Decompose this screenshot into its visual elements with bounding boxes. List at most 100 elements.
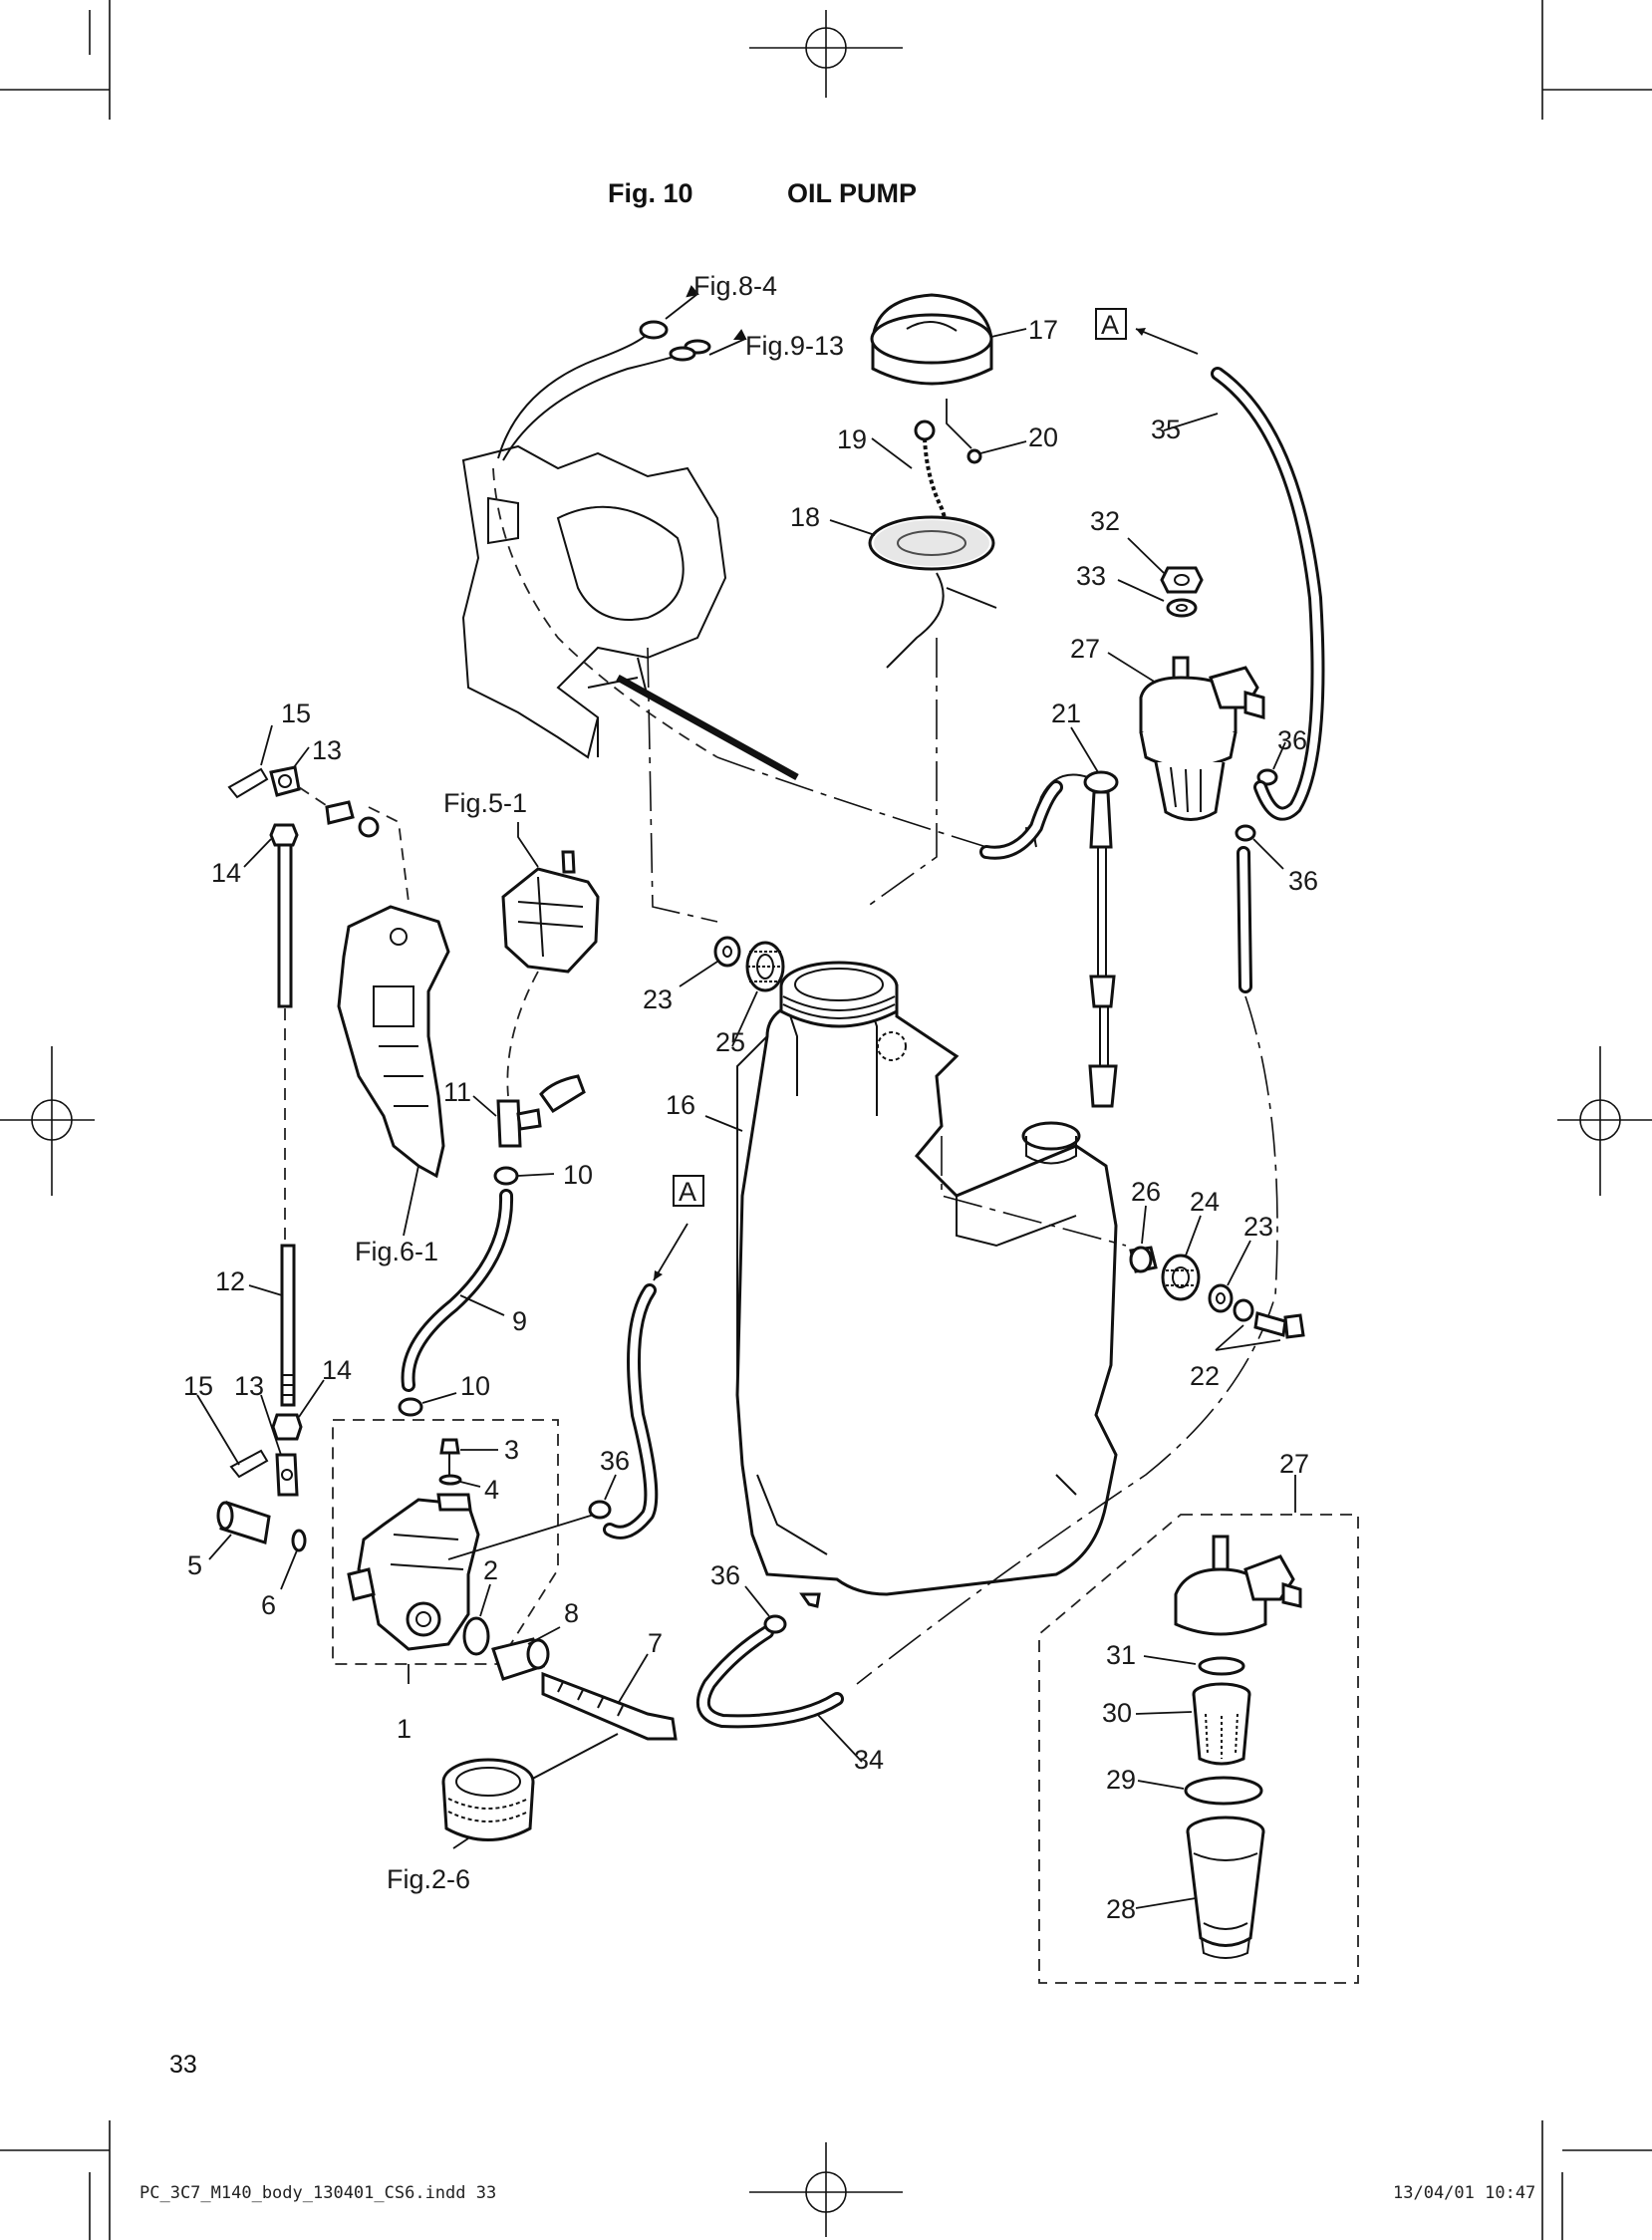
part-14-nut-upper	[269, 823, 299, 847]
leader-36-b	[1252, 838, 1284, 870]
leader-9	[459, 1294, 505, 1316]
part-11-t-joint	[496, 1074, 586, 1148]
leader-33	[1117, 579, 1165, 602]
callout-5: 5	[187, 1550, 202, 1580]
part-10-clip-upper	[493, 1166, 519, 1186]
part-35-oil-hose	[1211, 367, 1325, 821]
callout-7: 7	[648, 1628, 663, 1658]
part-27-oil-filter-group-box	[1038, 1514, 1359, 1984]
leader-8	[527, 1626, 561, 1645]
part-1-oil-pump-group-box	[332, 1419, 559, 1665]
callout-20: 20	[1028, 422, 1058, 452]
leader-13-lower	[260, 1394, 282, 1456]
callout-18: 18	[790, 502, 820, 532]
part-36-hose-clip-c	[588, 1500, 612, 1520]
leader-27-upper	[1107, 652, 1157, 684]
alignment-line-engine-washer	[647, 647, 718, 923]
part-4-washer	[438, 1474, 462, 1486]
leader-36-d	[744, 1585, 770, 1617]
callout-9: 9	[512, 1306, 527, 1336]
callout-23-right: 23	[1243, 1212, 1273, 1242]
part-22-bolt	[1233, 1298, 1305, 1339]
engine-oil-tube	[616, 674, 1063, 860]
figure-number: Fig. 10	[608, 178, 693, 208]
leader-11	[472, 1095, 497, 1117]
part-14-nut-lower	[271, 1413, 303, 1441]
callout-36-d: 36	[710, 1560, 740, 1590]
fig-5-1-component	[501, 850, 600, 1097]
leader-22	[1215, 1324, 1281, 1351]
part-9-hose	[401, 1189, 514, 1392]
callout-21: 21	[1051, 699, 1081, 728]
part-21-oil-level-gauge	[1033, 770, 1119, 1108]
leader-13-upper	[293, 746, 310, 768]
part-26-collar	[1129, 1246, 1158, 1273]
leader-31	[1143, 1655, 1197, 1665]
leader-21	[1070, 726, 1099, 773]
callout-35: 35	[1151, 415, 1181, 444]
callout-11: 11	[443, 1077, 471, 1107]
part-5-shaft-housing	[216, 1501, 271, 1544]
leader-17	[990, 328, 1027, 338]
callout-24: 24	[1190, 1187, 1220, 1217]
leader-26	[1141, 1205, 1147, 1245]
svg-text:A: A	[679, 1177, 696, 1207]
leader-6	[280, 1549, 298, 1590]
callout-19: 19	[837, 424, 867, 454]
ref-fig-2-6: Fig.2-6	[387, 1864, 470, 1894]
leader-24	[1185, 1215, 1202, 1257]
leader-19	[871, 437, 913, 469]
callout-4: 4	[484, 1475, 499, 1505]
registration-mark-bottom	[749, 2142, 903, 2237]
pump-to-clip-line	[447, 1514, 595, 1560]
leader-30	[1135, 1711, 1193, 1715]
callout-30: 30	[1102, 1698, 1132, 1728]
part-8-bushing	[491, 1637, 550, 1681]
part-17-oil-tank-cap	[870, 293, 993, 386]
fig-6-1-bracket	[337, 905, 450, 1179]
ref-fig-9-13: Fig.9-13	[745, 331, 844, 361]
leader-14-lower	[298, 1379, 325, 1418]
callout-13-upper: 13	[312, 735, 342, 765]
part-18-cap-gasket	[868, 515, 997, 669]
alignment-line-filter-hose	[856, 995, 1278, 1685]
callout-23-left: 23	[643, 984, 673, 1014]
leader-20	[946, 399, 1027, 454]
shaft-to-fig-2-6-line	[522, 1733, 619, 1785]
marker-a-top: A	[1095, 308, 1127, 340]
leader-15-upper	[260, 724, 273, 766]
leader-28	[1135, 1897, 1197, 1909]
leader-10-upper	[517, 1173, 555, 1177]
callout-36-a: 36	[1277, 725, 1307, 755]
leader-5	[208, 1534, 232, 1560]
footer-file-name: PC_3C7_M140_body_130401_CS6.indd 33	[139, 2183, 496, 2203]
callout-22: 22	[1190, 1361, 1220, 1391]
part-23-washer-left	[713, 936, 741, 968]
footer-timestamp: 13/04/01 10:47	[1393, 2183, 1535, 2203]
part-33-washer	[1166, 598, 1198, 618]
leader-14-upper	[243, 838, 272, 868]
leader-35	[1163, 413, 1219, 431]
figure-title: OIL PUMP	[787, 178, 917, 208]
callout-25: 25	[715, 1027, 745, 1057]
part-32-nut	[1160, 566, 1204, 594]
leader-fig-2-6	[452, 1837, 469, 1849]
leader-fig-5-1	[517, 822, 539, 868]
ref-fig-8-4: Fig.8-4	[693, 271, 777, 301]
ref-fig-5-1: Fig.5-1	[443, 788, 527, 818]
marker-a-middle: A	[673, 1175, 704, 1207]
leader-fig-6-1	[403, 1165, 419, 1237]
callout-13-lower: 13	[234, 1371, 264, 1401]
callout-3: 3	[504, 1435, 519, 1465]
callout-36-b: 36	[1288, 866, 1318, 896]
part-34-oil-hose	[695, 1625, 844, 1729]
part-15-clip-lower	[229, 1449, 269, 1479]
oil-level-sensor-harness	[492, 285, 747, 758]
callout-1: 1	[397, 1714, 412, 1744]
alignment-line-tank-grommet	[941, 1136, 1127, 1247]
filter-outlet-hose	[1237, 846, 1252, 993]
callout-8: 8	[564, 1598, 579, 1628]
leader-36-a	[1272, 741, 1286, 770]
callout-26: 26	[1131, 1177, 1161, 1207]
leader-23-right	[1227, 1240, 1251, 1286]
